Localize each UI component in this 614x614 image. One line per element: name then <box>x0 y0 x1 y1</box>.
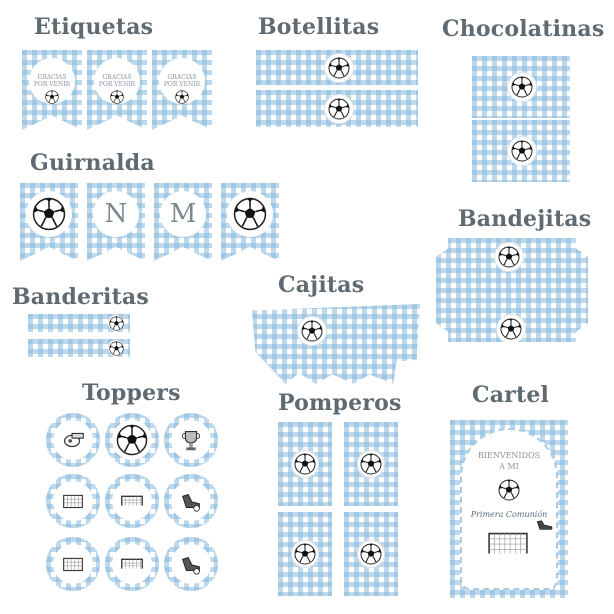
etiqueta-text-2: POR VENIR <box>33 81 71 88</box>
title-pomperos: Pomperos <box>278 390 402 416</box>
guirnalda-flag: M <box>154 183 212 261</box>
soccer-ball-icon <box>496 314 526 342</box>
guirnalda-letter: M <box>160 191 206 237</box>
soccer-ball-icon <box>291 540 319 568</box>
title-bandejitas: Bandejitas <box>458 206 592 232</box>
title-cartel: Cartel <box>472 382 550 408</box>
etiqueta-text-2: POR VENIR <box>163 81 201 88</box>
title-toppers: Toppers <box>82 380 181 406</box>
cartel-script: Primera Comunión <box>470 510 548 519</box>
guirnalda-circle <box>26 191 72 237</box>
topper <box>164 537 218 591</box>
guirnalda-flag: N <box>87 183 145 261</box>
cartel-panel: BIENVENIDOS A MI Primera Comunión <box>460 428 558 590</box>
bandejita-template <box>436 238 588 342</box>
soccer-ball-icon <box>324 94 354 124</box>
title-botellitas: Botellitas <box>258 14 380 40</box>
cartel-line-2: A MI <box>499 462 519 471</box>
etiqueta-text-1: GRACIAS <box>37 74 67 81</box>
cleats-icon <box>171 544 211 584</box>
guirnalda-letter: N <box>93 191 139 237</box>
topper <box>105 537 159 591</box>
soccer-ball-icon <box>357 450 385 478</box>
soccer-ball-icon <box>291 450 319 478</box>
guirnalda-circle <box>227 191 273 237</box>
soccer-ball-icon <box>31 196 67 232</box>
guirnalda-flag <box>20 183 78 261</box>
goal-icon <box>112 544 152 584</box>
cajita-template <box>252 304 420 384</box>
chocolatina-wrapper <box>472 56 570 118</box>
goal-net-icon <box>53 544 93 584</box>
topper <box>164 413 218 467</box>
soccer-ball-icon <box>112 420 152 460</box>
topper <box>164 474 218 528</box>
goal-icon <box>112 481 152 521</box>
trophy-icon <box>171 420 211 460</box>
botellita-label <box>256 50 418 85</box>
goal-net-icon <box>53 481 93 521</box>
cleats-icon <box>536 516 554 535</box>
guirnalda-flag <box>221 183 279 261</box>
whistle-icon <box>53 420 93 460</box>
soccer-ball-icon <box>494 242 524 272</box>
cartel-sign: BIENVENIDOS A MI Primera Comunión <box>450 420 568 598</box>
etiqueta-text-1: GRACIAS <box>102 74 132 81</box>
soccer-ball-icon <box>108 315 124 331</box>
soccer-ball-icon <box>110 90 124 104</box>
pompero-label <box>344 512 398 596</box>
cartel-line-1: BIENVENIDOS <box>477 451 541 460</box>
title-banderitas: Banderitas <box>12 284 149 310</box>
soccer-ball-icon <box>497 478 521 502</box>
goal-icon <box>487 530 529 560</box>
banderita-strip <box>28 339 130 357</box>
soccer-ball-icon <box>507 136 537 166</box>
topper <box>46 413 100 467</box>
cleats-icon <box>171 481 211 521</box>
title-cajitas: Cajitas <box>278 272 365 298</box>
banderita-strip <box>28 314 130 332</box>
topper <box>105 474 159 528</box>
title-guirnalda: Guirnalda <box>30 150 155 176</box>
topper <box>46 537 100 591</box>
etiqueta-text-2: POR VENIR <box>98 81 136 88</box>
pompero-label <box>278 512 332 596</box>
soccer-ball-icon <box>357 540 385 568</box>
pompero-label <box>344 422 398 506</box>
soccer-ball-icon <box>108 340 124 356</box>
chocolatina-wrapper <box>472 120 570 182</box>
title-chocolatinas: Chocolatinas <box>442 16 605 42</box>
soccer-ball-icon <box>232 196 268 232</box>
topper <box>105 413 159 467</box>
soccer-ball-icon <box>507 72 537 102</box>
pompero-label <box>278 422 332 506</box>
soccer-ball-icon <box>175 90 189 104</box>
soccer-ball-icon <box>297 316 327 346</box>
title-etiquetas: Etiquetas <box>34 14 154 40</box>
topper <box>46 474 100 528</box>
etiqueta-text-1: GRACIAS <box>167 74 197 81</box>
soccer-ball-icon <box>324 53 354 83</box>
botellita-label <box>256 90 418 127</box>
soccer-ball-icon <box>45 90 59 104</box>
